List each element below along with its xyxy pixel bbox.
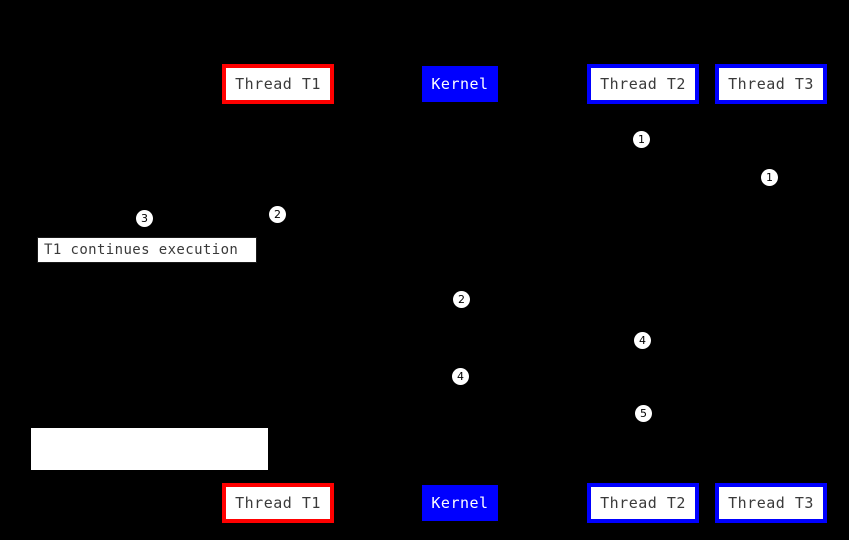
participant-label: Kernel — [431, 74, 489, 93]
badge-number: 5 — [640, 407, 647, 420]
badge-t2-4: 4 — [634, 332, 651, 349]
participant-label: Thread T3 — [728, 493, 814, 512]
participant-label: Thread T2 — [600, 493, 686, 512]
participant-top-t1[interactable]: Thread T1 — [222, 64, 334, 104]
participant-top-t2[interactable]: Thread T2 — [587, 64, 699, 104]
note-text: T1 continues execution — [44, 242, 239, 258]
lifeline-t2 — [643, 104, 644, 483]
badge-number: 1 — [638, 133, 645, 146]
lifeline-t3 — [771, 104, 772, 483]
participant-bottom-kernel[interactable]: Kernel — [422, 485, 498, 521]
participant-label: Kernel — [431, 493, 489, 512]
badge-kernel-4: 4 — [452, 368, 469, 385]
participant-label: Thread T3 — [728, 74, 814, 93]
participant-top-kernel[interactable]: Kernel — [422, 66, 498, 102]
participant-label: Thread T1 — [235, 493, 321, 512]
badge-number: 4 — [639, 334, 646, 347]
badge-number: 2 — [458, 293, 465, 306]
participant-top-t3[interactable]: Thread T3 — [715, 64, 827, 104]
participant-label: Thread T1 — [235, 74, 321, 93]
badge-kernel-2: 2 — [453, 291, 470, 308]
participant-bottom-t2[interactable]: Thread T2 — [587, 483, 699, 523]
participant-label: Thread T2 — [600, 74, 686, 93]
badge-t1-3: 3 — [136, 210, 153, 227]
badge-number: 4 — [457, 370, 464, 383]
note-blank — [31, 428, 268, 470]
lifeline-t1 — [278, 104, 279, 483]
note-t1-continues: T1 continues execution — [37, 237, 257, 263]
participant-bottom-t1[interactable]: Thread T1 — [222, 483, 334, 523]
participant-bottom-t3[interactable]: Thread T3 — [715, 483, 827, 523]
badge-t2-1: 1 — [633, 131, 650, 148]
badge-number: 3 — [141, 212, 148, 225]
badge-number: 1 — [766, 171, 773, 184]
badge-t1-2: 2 — [269, 206, 286, 223]
badge-t3-1: 1 — [761, 169, 778, 186]
badge-t2-5: 5 — [635, 405, 652, 422]
badge-number: 2 — [274, 208, 281, 221]
